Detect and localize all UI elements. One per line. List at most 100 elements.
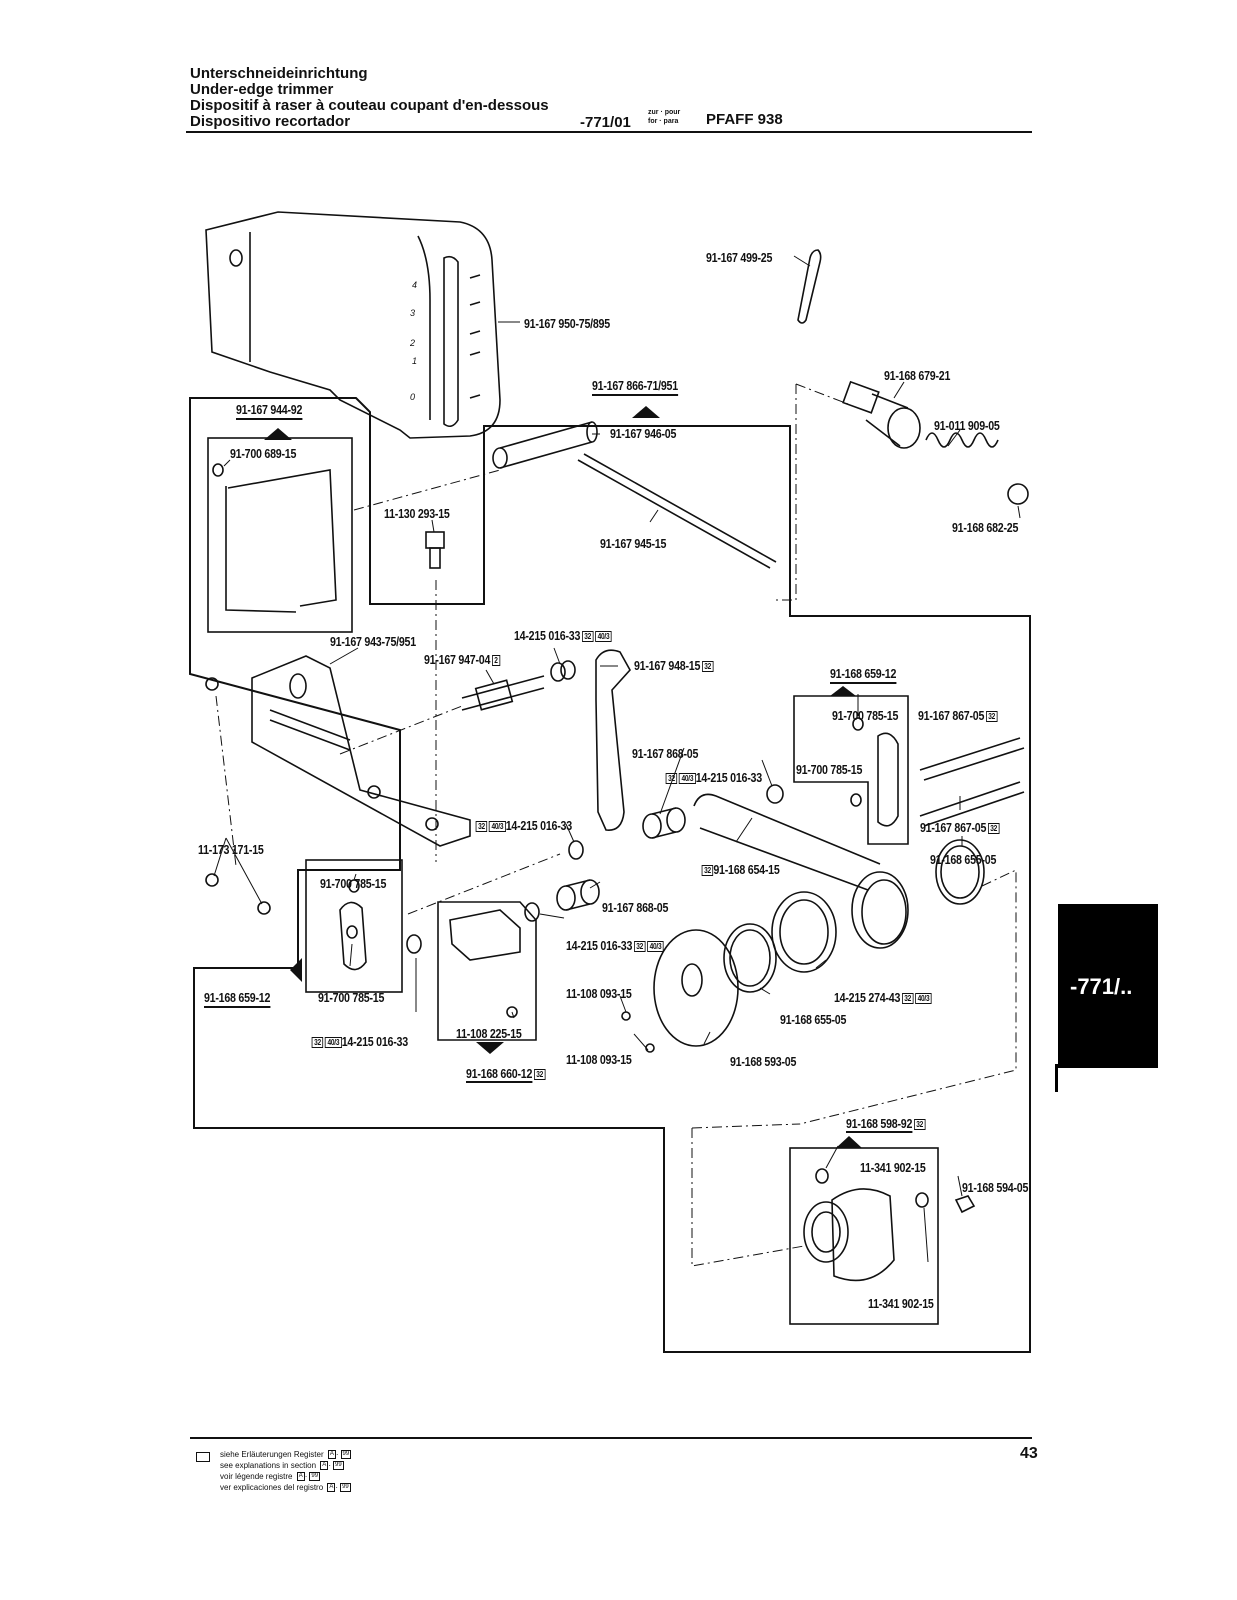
part-label-91-700-689-15: 91-700 689-15 [230,446,297,461]
footer-text: voir légende registre [220,1472,293,1481]
blade-drawing [797,249,822,324]
footer-line-german: siehe Erläuterungen Register A·99 [220,1450,352,1460]
register-badge: 40/3 [325,1037,342,1049]
part-number: 91-167 867-05 [918,708,985,723]
part-label-91-700-785-15-d: 91-700 785-15 [318,990,385,1005]
part-label-91-700-785-15-a: 91-700 785-15 [832,708,899,723]
assembly-markers [264,406,862,1148]
part-label-91-168-655-05-b: 91-168 655-05 [780,1012,847,1027]
crank-drawing [693,793,881,891]
triangle-944 [264,428,292,440]
rod-drawing [577,453,777,569]
disc-593 [653,929,739,1047]
register-badge: A [296,1472,305,1482]
register-badge: 32 [581,631,594,643]
footer-text: siehe Erläuterungen Register [220,1450,324,1459]
footer-text: see explanations in section [220,1461,317,1470]
register-badge: 40/3 [489,821,506,833]
assembly-box-659-lower [305,859,403,993]
pin-drawing [492,421,598,469]
assembly-box-660 [437,901,537,1041]
part-number: 91-168 660-12 [466,1066,533,1083]
pin-594-drawing [954,1195,976,1214]
triangle-659-upper [830,686,856,696]
register-badge: 32 [701,865,714,877]
assembly-outline [189,397,1031,1353]
footer-text: ver explicaciones del registro [220,1483,324,1492]
model-name: PFAFF 938 [706,111,783,128]
part-label-11-108-093-15-a: 11-108 093-15 [566,986,632,1001]
part-label-91-700-785-15-b: 91-700 785-15 [796,762,863,777]
collar-drawing [1007,483,1029,505]
part-number: 14-215 016-33 [514,628,581,643]
title-german: Unterschneideinrichtung [190,65,368,82]
part-label-11-173-171-15: 11-173 171-15 [198,842,264,857]
bracket-drawing [251,655,471,847]
part-label-91-167-950-75-895: 91-167 950-75/895 [524,316,610,331]
register-badge: 32 [475,821,488,833]
part-label-91-167-943-75-951: 91-167 943-75/951 [330,634,416,649]
part-label-11-341-902-15-b: 11-341 902-15 [868,1296,934,1311]
assembly-box-659-upper [793,695,909,845]
scale-mark-2: 2 [410,338,416,348]
part-number: 91-167 947-04 [424,652,491,667]
part-label-91-168-679-21: 91-168 679-21 [884,368,951,383]
register-badge: 32 [985,711,998,723]
assembly-label-91-168-659-12-upper: 91-168 659-12 [830,666,896,684]
assembly-box-944 [207,437,353,633]
register-badge: 40/3 [647,941,664,953]
part-label-91-168-682-25: 91-168 682-25 [952,520,1019,535]
part-label-91-167-868-05-a: 91-167 868-05 [632,746,699,761]
for-label-top: zur · pour [648,109,681,116]
tab-edge [1055,1064,1058,1092]
needle-bearing-drawings [406,660,784,954]
spring-drawing [925,432,999,448]
part-number: 14-215 016-33 [505,818,572,833]
header-rule [186,131,1032,133]
triangle-660 [476,1042,504,1054]
part-label-11-108-093-15-b: 11-108 093-15 [566,1052,632,1067]
part-number: 91-167 867-05 [920,820,987,835]
roller-bearing-274 [771,891,837,973]
register-badge: A [327,1450,336,1460]
for-label-bottom: for · para [648,118,679,125]
part-label-91-167-499-25: 91-167 499-25 [706,250,773,265]
register-box-icon [196,1452,210,1462]
sleeve-drawings [556,807,686,911]
part-label-91-168-594-05: 91-168 594-05 [962,1180,1029,1195]
triangle-598 [836,1136,862,1148]
assembly-label-91-168-659-12-lower: 91-168 659-12 [204,990,270,1008]
assembly-box-598 [789,1147,939,1325]
section-tab[interactable]: -771/.. [1058,904,1158,1068]
register-badge: 99 [340,1483,351,1493]
register-badge: 32 [901,993,914,1005]
register-badge: 99 [340,1450,352,1460]
register-badge: 32 [633,941,646,953]
part-number: 91-168 654-15 [713,862,780,877]
register-badge: 32 [533,1069,546,1081]
title-spanish: Dispositivo recortador [190,113,351,130]
footer-rule [190,1437,1032,1439]
register-badge: 32 [665,773,678,785]
part-label-11-130-293-15: 11-130 293-15 [384,506,450,521]
part-label-91-011-909-05: 91-011 909-05 [934,418,1000,433]
register-badge: 99 [332,1461,344,1471]
part-label-91-167-946-05: 91-167 946-05 [610,426,677,441]
part-label-91-168-593-05: 91-168 593-05 [730,1054,797,1069]
register-badge: 99 [309,1472,321,1482]
part-number: 91-167 948-15 [634,658,701,673]
part-label-91-167-945-15: 91-167 945-15 [600,536,667,551]
triangle-866 [632,406,660,418]
set-screw-drawings [205,463,929,1208]
part-label-91-167-868-05-b: 91-167 868-05 [602,900,669,915]
